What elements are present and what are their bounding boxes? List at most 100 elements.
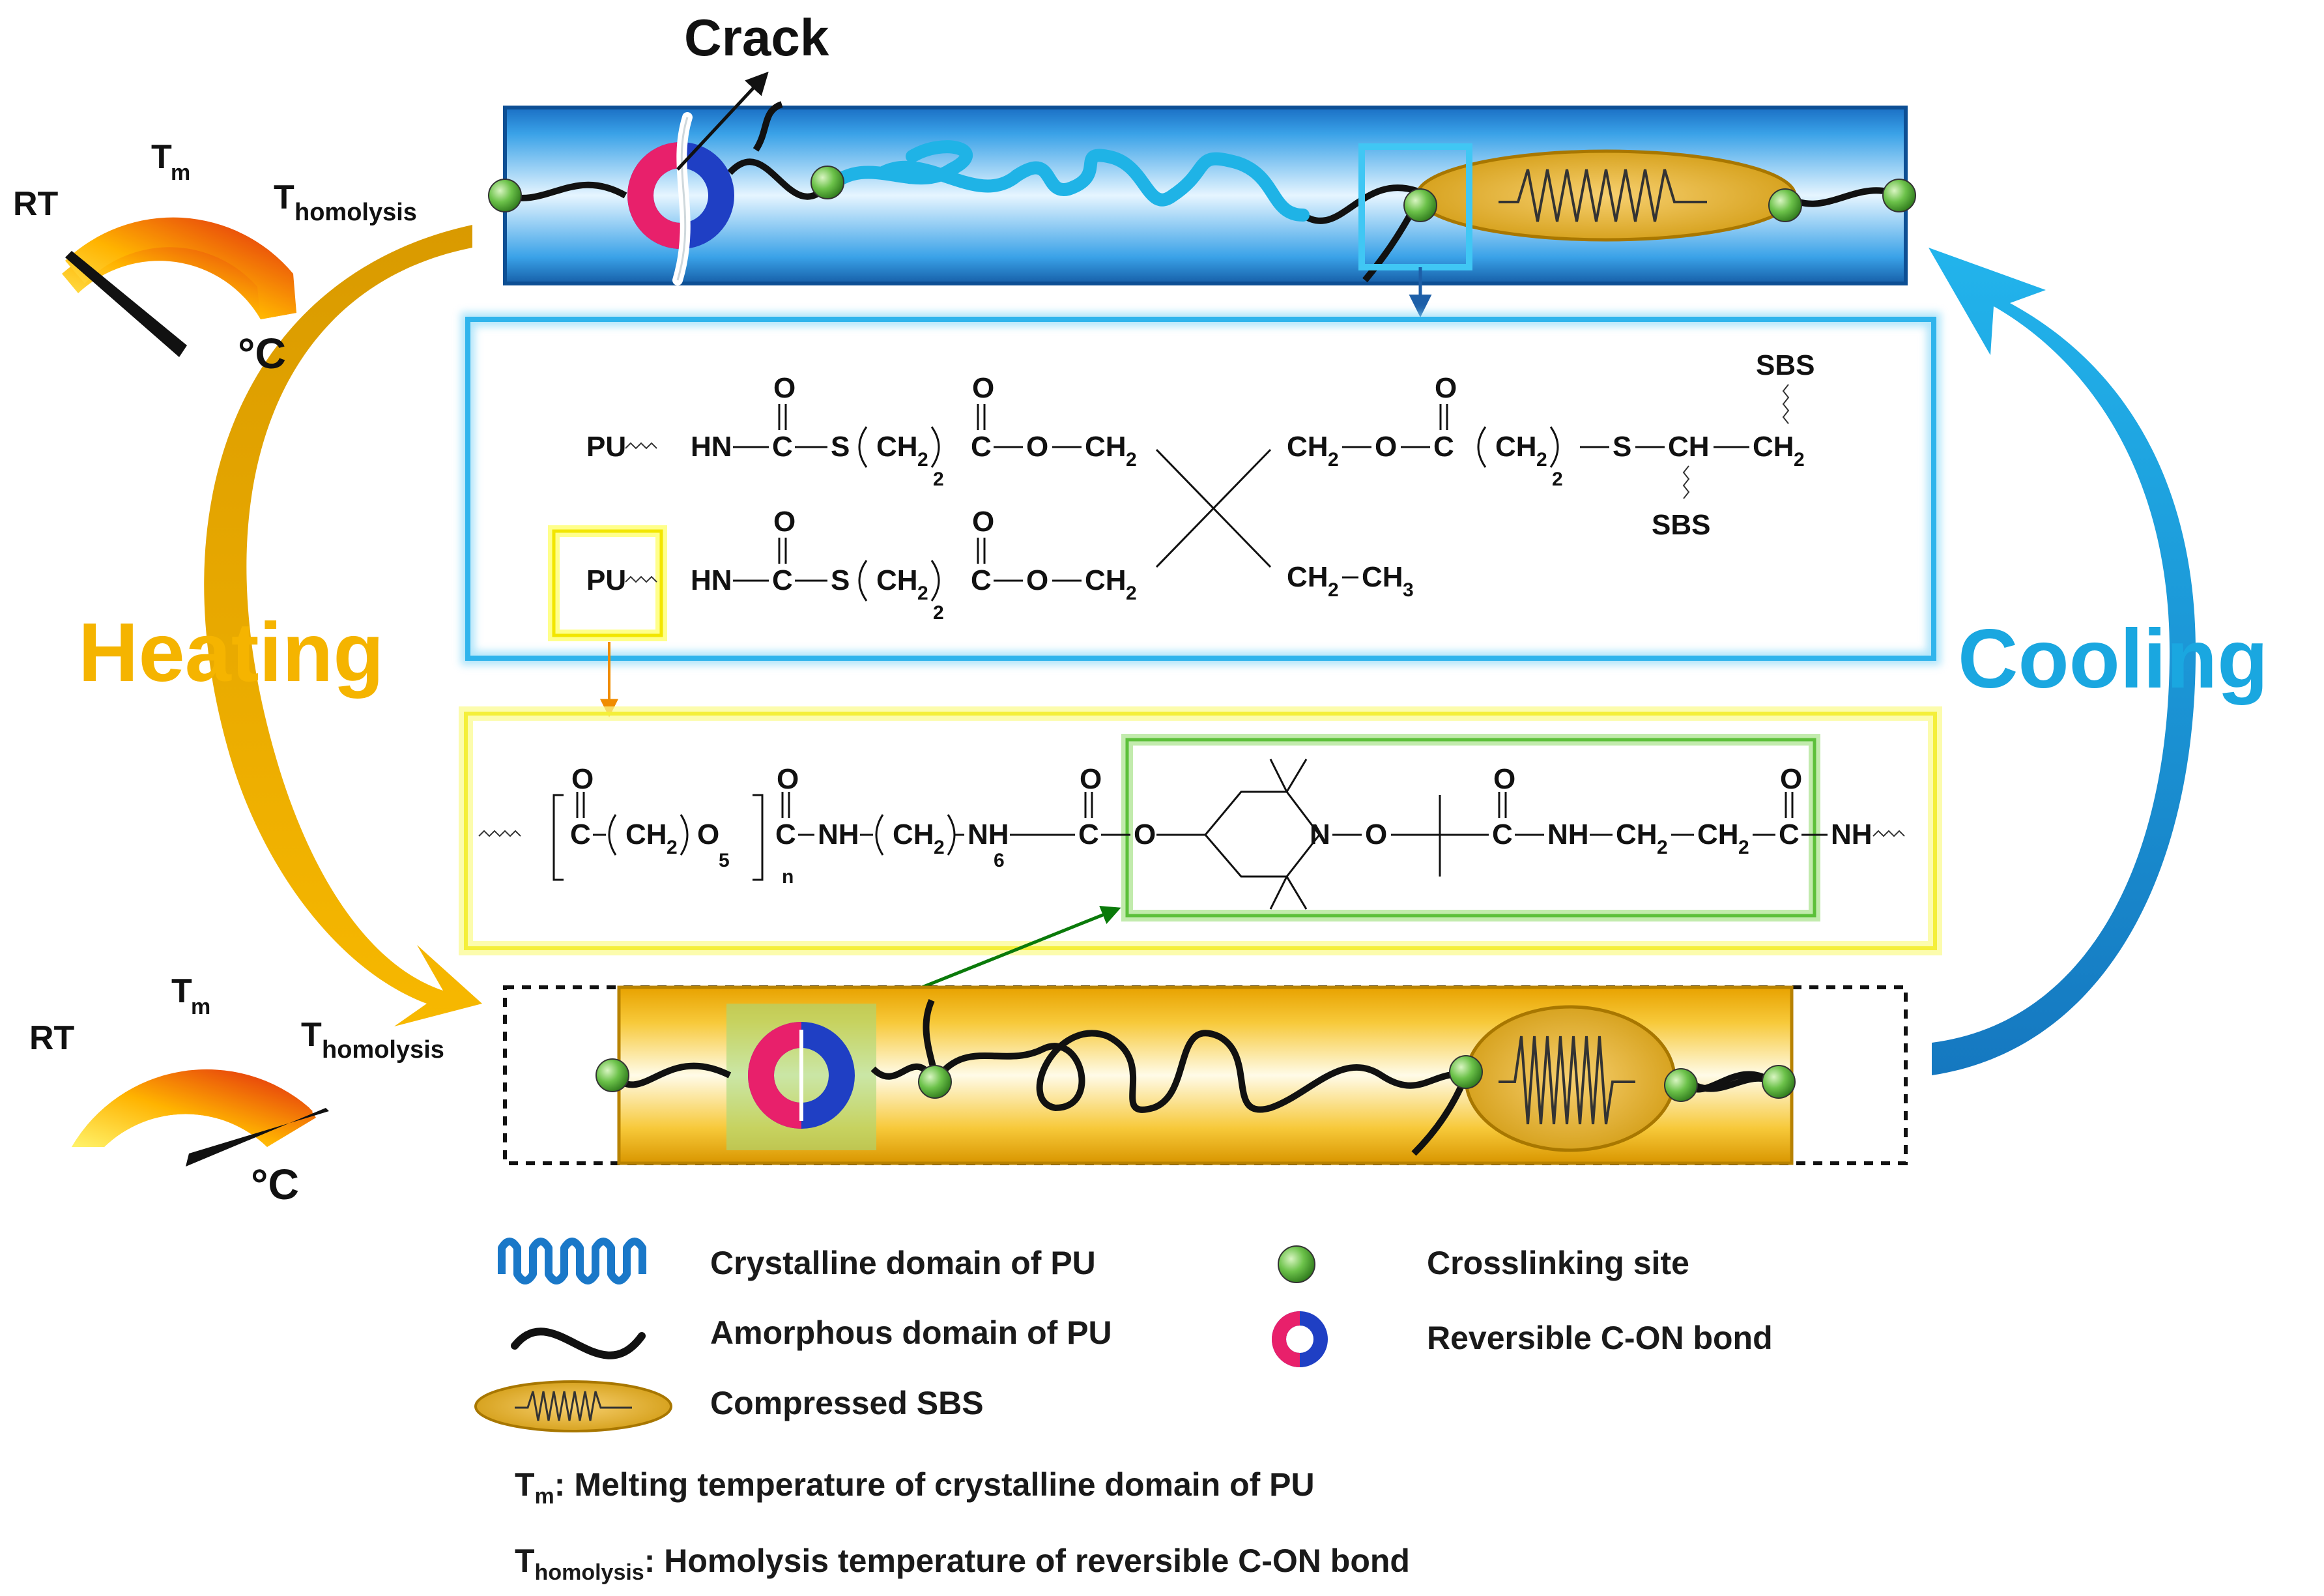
svg-text:C: C <box>570 819 591 850</box>
svg-text:2: 2 <box>1552 469 1563 490</box>
svg-text:T: T <box>274 179 294 216</box>
svg-text:S: S <box>1613 431 1631 463</box>
svg-text:CH: CH <box>876 564 918 596</box>
svg-text:2: 2 <box>1126 449 1137 471</box>
legend-crystalline: Crystalline domain of PU <box>710 1245 1096 1281</box>
crystalline-chain-top <box>821 140 1310 222</box>
svg-text:T: T <box>171 972 192 1010</box>
svg-text:S: S <box>831 431 850 463</box>
crystalline-icon <box>498 1238 646 1284</box>
top-polymer-bar <box>488 101 1916 285</box>
svg-text:CH: CH <box>1697 819 1739 850</box>
legend-thomolysis-definition: Thomolysis: Homolysis temperature of rev… <box>515 1543 1410 1585</box>
svg-text:O: O <box>972 506 994 538</box>
svg-text:O: O <box>773 506 796 538</box>
svg-text:2: 2 <box>1328 579 1339 601</box>
svg-text:C: C <box>1779 819 1800 850</box>
svg-text:SBS: SBS <box>1652 509 1710 541</box>
cooling-arrow <box>1929 248 2196 1075</box>
bottom-polymer-bar <box>503 985 1908 1165</box>
svg-text:T: T <box>301 1016 322 1054</box>
svg-text:C: C <box>971 431 992 463</box>
svg-text:O: O <box>1435 372 1457 404</box>
svg-text:PU: PU <box>586 564 626 596</box>
svg-text:2: 2 <box>1126 583 1137 604</box>
svg-text:3: 3 <box>1403 579 1414 601</box>
svg-text:CH: CH <box>1085 564 1126 596</box>
svg-text:O: O <box>1026 564 1048 596</box>
svg-text:HN: HN <box>691 564 732 596</box>
svg-text:2: 2 <box>934 837 945 858</box>
svg-text:CH: CH <box>1362 561 1403 593</box>
gauge-top: RT T m T homolysis °C <box>13 138 417 377</box>
svg-text:C: C <box>1492 819 1513 850</box>
heating-label: Heating <box>78 606 384 699</box>
svg-text:C: C <box>971 564 992 596</box>
svg-text:O: O <box>972 372 994 404</box>
heating-arrow <box>204 225 482 1026</box>
svg-text:n: n <box>782 866 794 888</box>
cooling-label: Cooling <box>1958 613 2268 706</box>
svg-text:O: O <box>1134 819 1156 850</box>
svg-text:RT: RT <box>29 1019 75 1057</box>
svg-text:PU: PU <box>586 431 626 463</box>
svg-text:T: T <box>151 138 172 176</box>
svg-text:CH: CH <box>1085 431 1126 463</box>
svg-text:2: 2 <box>1328 449 1339 471</box>
svg-text:2: 2 <box>933 602 944 624</box>
svg-text:O: O <box>1026 431 1048 463</box>
legend-amorphous: Amorphous domain of PU <box>710 1314 1112 1351</box>
legend-reversible: Reversible C-ON bond <box>1427 1320 1773 1356</box>
chem-structure-bottom: C O CH 2 5 O n C O NH CH 2 6 NH C O O <box>459 706 1942 955</box>
svg-text:O: O <box>1780 763 1802 795</box>
amorphous-icon <box>511 1328 646 1359</box>
svg-text:2: 2 <box>917 449 928 471</box>
svg-text:C: C <box>772 564 793 596</box>
reversible-bond-icon <box>1272 1311 1328 1367</box>
svg-text:CH: CH <box>1495 431 1537 463</box>
svg-text:CH: CH <box>625 819 667 850</box>
svg-text:C: C <box>772 431 793 463</box>
svg-text:2: 2 <box>1794 449 1805 471</box>
legend-sbs: Compressed SBS <box>710 1385 984 1421</box>
svg-text:S: S <box>831 564 850 596</box>
svg-text:O: O <box>571 763 594 795</box>
svg-text:O: O <box>773 372 796 404</box>
legend-tm-definition: Tm: Melting temperature of crystalline d… <box>515 1466 1315 1509</box>
legend: Crystalline domain of PU Amorphous domai… <box>474 1238 1773 1585</box>
svg-text:5: 5 <box>719 850 730 871</box>
svg-text:°C: °C <box>238 329 286 377</box>
svg-text:m: m <box>191 994 210 1019</box>
svg-text:CH: CH <box>893 819 934 850</box>
svg-text:CH: CH <box>1616 819 1657 850</box>
chem-structure-top: PU HN C O S CH 2 2 C O O CH 2 CH 2 O C O <box>461 312 1941 665</box>
svg-text:C: C <box>1078 819 1099 850</box>
svg-text:NH: NH <box>1831 819 1872 850</box>
svg-text:2: 2 <box>1536 449 1547 471</box>
svg-text:CH: CH <box>1668 431 1710 463</box>
svg-text:°C: °C <box>251 1160 299 1208</box>
svg-text:RT: RT <box>13 185 59 223</box>
svg-text:NH: NH <box>818 819 859 850</box>
svg-text:N: N <box>1310 819 1330 850</box>
svg-text:homolysis: homolysis <box>322 1036 444 1064</box>
svg-text:CH: CH <box>1287 561 1328 593</box>
svg-text:2: 2 <box>933 469 944 490</box>
sbs-icon <box>474 1380 672 1432</box>
svg-text:O: O <box>1493 763 1515 795</box>
svg-text:2: 2 <box>667 837 678 858</box>
svg-text:homolysis: homolysis <box>294 199 417 226</box>
svg-text:O: O <box>1080 763 1102 795</box>
svg-text:CH: CH <box>1753 431 1794 463</box>
svg-text:SBS: SBS <box>1756 349 1815 381</box>
svg-text:C: C <box>775 819 796 850</box>
svg-text:O: O <box>777 763 799 795</box>
svg-text:2: 2 <box>917 583 928 604</box>
svg-text:CH: CH <box>1287 431 1328 463</box>
svg-text:O: O <box>697 819 719 850</box>
crosslink-icon <box>1278 1245 1315 1283</box>
svg-text:m: m <box>171 160 190 185</box>
svg-text:2: 2 <box>1738 837 1749 858</box>
legend-crosslink: Crosslinking site <box>1427 1245 1689 1281</box>
svg-text:HN: HN <box>691 431 732 463</box>
